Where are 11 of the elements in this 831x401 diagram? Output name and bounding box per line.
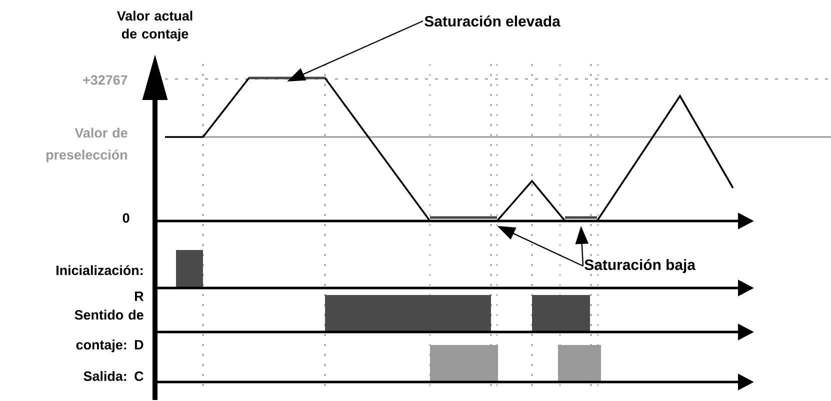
callout-text: Saturación baja [584,258,696,274]
value-label: Valor de preselección [46,128,128,162]
signal-label: Salida: C [84,371,144,381]
axis-label: Valor actual de contaje [116,10,192,42]
signal-label: Sentido de contaje: D [74,310,144,352]
signal-label: Inicialización: R [56,265,144,301]
callout-text: Saturación elevada [424,15,560,27]
value-label: +32767 [83,75,128,85]
saturation-segment [565,216,597,219]
value-label: 0 [122,213,130,223]
saturation-segment [430,216,497,219]
